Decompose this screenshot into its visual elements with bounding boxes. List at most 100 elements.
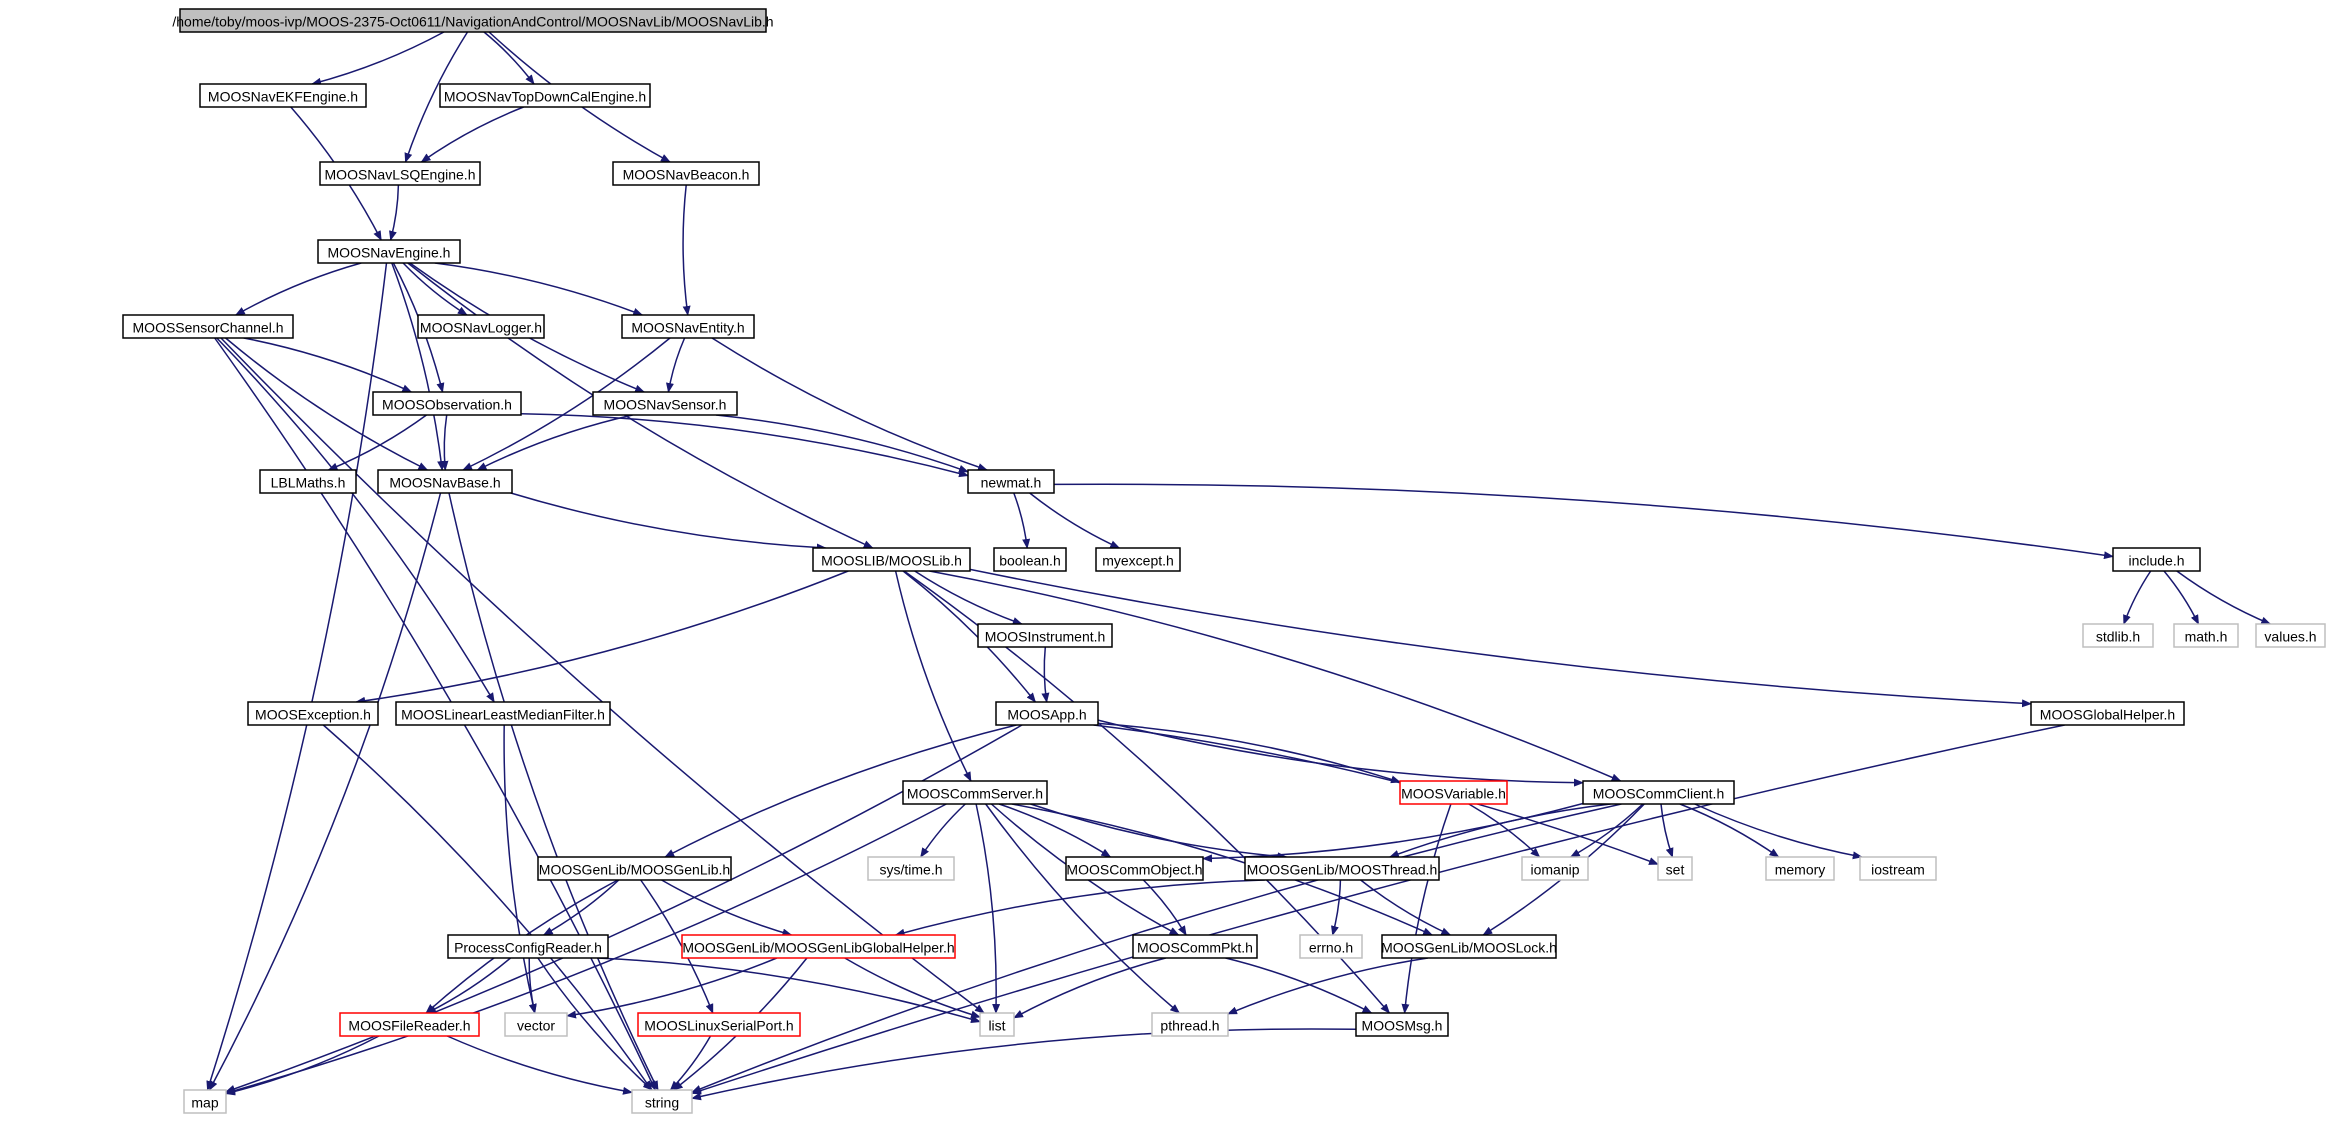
edge-app-to-commclient (1097, 719, 1584, 787)
edge-root-to-topdown (483, 31, 535, 85)
node-box-commobject (1065, 856, 1204, 881)
edge-variable-to-msg (1401, 803, 1452, 1014)
node-label-map: map (191, 1095, 218, 1111)
node-box-lblmaths (259, 469, 357, 494)
node-app[interactable]: MOOSApp.h (995, 701, 1099, 726)
node-include[interactable]: include.h (2112, 547, 2201, 572)
node-pcr[interactable]: ProcessConfigReader.h (447, 934, 609, 959)
node-box-observation (372, 391, 522, 416)
node-lock[interactable]: MOOSGenLib/MOOSLock.h (1381, 934, 1557, 959)
node-box-serialport (637, 1012, 801, 1037)
node-label-myexcept: myexcept.h (1102, 553, 1174, 569)
node-lsq[interactable]: MOOSNavLSQEngine.h (319, 161, 481, 186)
node-lblmaths[interactable]: LBLMaths.h (259, 469, 357, 494)
edge-app-to-map (225, 724, 1023, 1093)
node-label-serialport: MOOSLinuxSerialPort.h (644, 1018, 793, 1034)
node-label-commserver: MOOSCommServer.h (907, 786, 1043, 802)
node-box-thread (1244, 856, 1440, 881)
edge-commclient-to-string (691, 803, 1622, 1093)
node-label-lock: MOOSGenLib/MOOSLock.h (1381, 940, 1557, 956)
node-globalhelper[interactable]: MOOSGlobalHelper.h (2030, 701, 2185, 726)
node-label-app: MOOSApp.h (1007, 707, 1086, 723)
node-box-variable (1399, 780, 1508, 805)
node-label-navsensor: MOOSNavSensor.h (604, 397, 727, 413)
edge-sensorch-to-navbase (225, 337, 429, 471)
node-label-gghelper: MOOSGenLib/MOOSGenLibGlobalHelper.h (682, 940, 954, 956)
node-box-instrument (977, 623, 1113, 648)
node-navsensor[interactable]: MOOSNavSensor.h (592, 391, 738, 416)
node-serialport[interactable]: MOOSLinuxSerialPort.h (637, 1012, 801, 1037)
edge-engine-to-map (206, 262, 388, 1091)
node-commclient[interactable]: MOOSCommClient.h (1582, 780, 1735, 805)
node-box-filereader (339, 1012, 480, 1037)
edge-mooslib-to-globalhelper (969, 568, 2032, 708)
node-sensorch[interactable]: MOOSSensorChannel.h (122, 314, 294, 339)
node-label-instrument: MOOSInstrument.h (985, 629, 1106, 645)
edge-pcr-to-vector (528, 957, 537, 1014)
node-label-iomanip: iomanip (1530, 862, 1579, 878)
node-box-iomanip (1521, 856, 1589, 881)
edge-include-to-values (2176, 570, 2272, 625)
node-lmedian[interactable]: MOOSLinearLeastMedianFilter.h (395, 701, 611, 726)
edge-pcr-to-list (597, 957, 981, 1024)
edge-gghelper-to-list (844, 957, 981, 1019)
node-box-lsq (319, 161, 481, 186)
edge-navbase-to-mooslib (510, 492, 827, 552)
node-observation[interactable]: MOOSObservation.h (372, 391, 522, 416)
edge-filereader-to-string (446, 1035, 633, 1095)
edge-commpkt-to-msg (1225, 957, 1373, 1014)
node-label-topdown: MOOSNavTopDownCalEngine.h (444, 89, 646, 105)
node-genlib[interactable]: MOOSGenLib/MOOSGenLib.h (537, 856, 732, 881)
node-map: map (183, 1089, 227, 1114)
node-label-vector: vector (517, 1018, 555, 1034)
node-instrument[interactable]: MOOSInstrument.h (977, 623, 1113, 648)
edge-commpkt-to-list (1013, 957, 1166, 1019)
node-engine[interactable]: MOOSNavEngine.h (317, 239, 461, 264)
node-label-commpkt: MOOSCommPkt.h (1137, 940, 1253, 956)
node-msg[interactable]: MOOSMsg.h (1355, 1012, 1449, 1037)
node-thread[interactable]: MOOSGenLib/MOOSThread.h (1244, 856, 1440, 881)
node-exception[interactable]: MOOSException.h (247, 701, 379, 726)
node-box-entity (621, 314, 755, 339)
edge-commserver-to-pthread (985, 803, 1181, 1014)
node-variable[interactable]: MOOSVariable.h (1399, 780, 1508, 805)
node-mooslib[interactable]: MOOSLIB/MOOSLib.h (812, 547, 971, 572)
node-label-sensorch: MOOSSensorChannel.h (133, 320, 284, 336)
node-logger[interactable]: MOOSNavLogger.h (417, 314, 545, 339)
node-label-math: math.h (2185, 629, 2228, 645)
node-newmat[interactable]: newmat.h (967, 469, 1055, 494)
node-box-gghelper (681, 934, 956, 959)
node-filereader[interactable]: MOOSFileReader.h (339, 1012, 480, 1037)
node-box-topdown (439, 83, 651, 108)
edge-navbase-to-string (448, 492, 659, 1091)
node-root[interactable]: /home/toby/moos-ivp/MOOS-2375-Oct0611/Na… (172, 8, 774, 33)
edge-commserver-to-map (225, 803, 947, 1095)
node-box-app (995, 701, 1099, 726)
edge-mooslib-to-exception (355, 570, 849, 705)
node-label-pthread: pthread.h (1160, 1018, 1219, 1034)
edge-sensorch-to-lmedian (216, 337, 495, 703)
node-gghelper[interactable]: MOOSGenLib/MOOSGenLibGlobalHelper.h (681, 934, 956, 959)
edge-navsensor-to-newmat (715, 414, 969, 473)
node-navbase[interactable]: MOOSNavBase.h (377, 469, 513, 494)
node-beacon[interactable]: MOOSNavBeacon.h (612, 161, 760, 186)
edge-lsq-to-engine (389, 184, 400, 241)
edge-lmedian-to-vector (503, 724, 537, 1014)
edge-observation-to-navbase (440, 414, 449, 471)
node-entity[interactable]: MOOSNavEntity.h (621, 314, 755, 339)
node-myexcept[interactable]: myexcept.h (1095, 547, 1181, 572)
node-label-ekf: MOOSNavEKFEngine.h (208, 89, 358, 105)
node-commpkt[interactable]: MOOSCommPkt.h (1132, 934, 1258, 959)
node-ekf[interactable]: MOOSNavEKFEngine.h (199, 83, 367, 108)
edge-commclient-to-memory (1679, 803, 1780, 858)
node-boolean[interactable]: boolean.h (993, 547, 1067, 572)
node-topdown[interactable]: MOOSNavTopDownCalEngine.h (439, 83, 651, 108)
edge-observation-to-lblmaths (327, 414, 427, 471)
edge-newmat-to-boolean (1013, 492, 1031, 549)
node-commserver[interactable]: MOOSCommServer.h (902, 780, 1048, 805)
node-commobject[interactable]: MOOSCommObject.h (1065, 856, 1204, 881)
node-label-filereader: MOOSFileReader.h (348, 1018, 470, 1034)
node-label-navbase: MOOSNavBase.h (389, 475, 500, 491)
edge-engine-to-navbase (391, 262, 446, 471)
